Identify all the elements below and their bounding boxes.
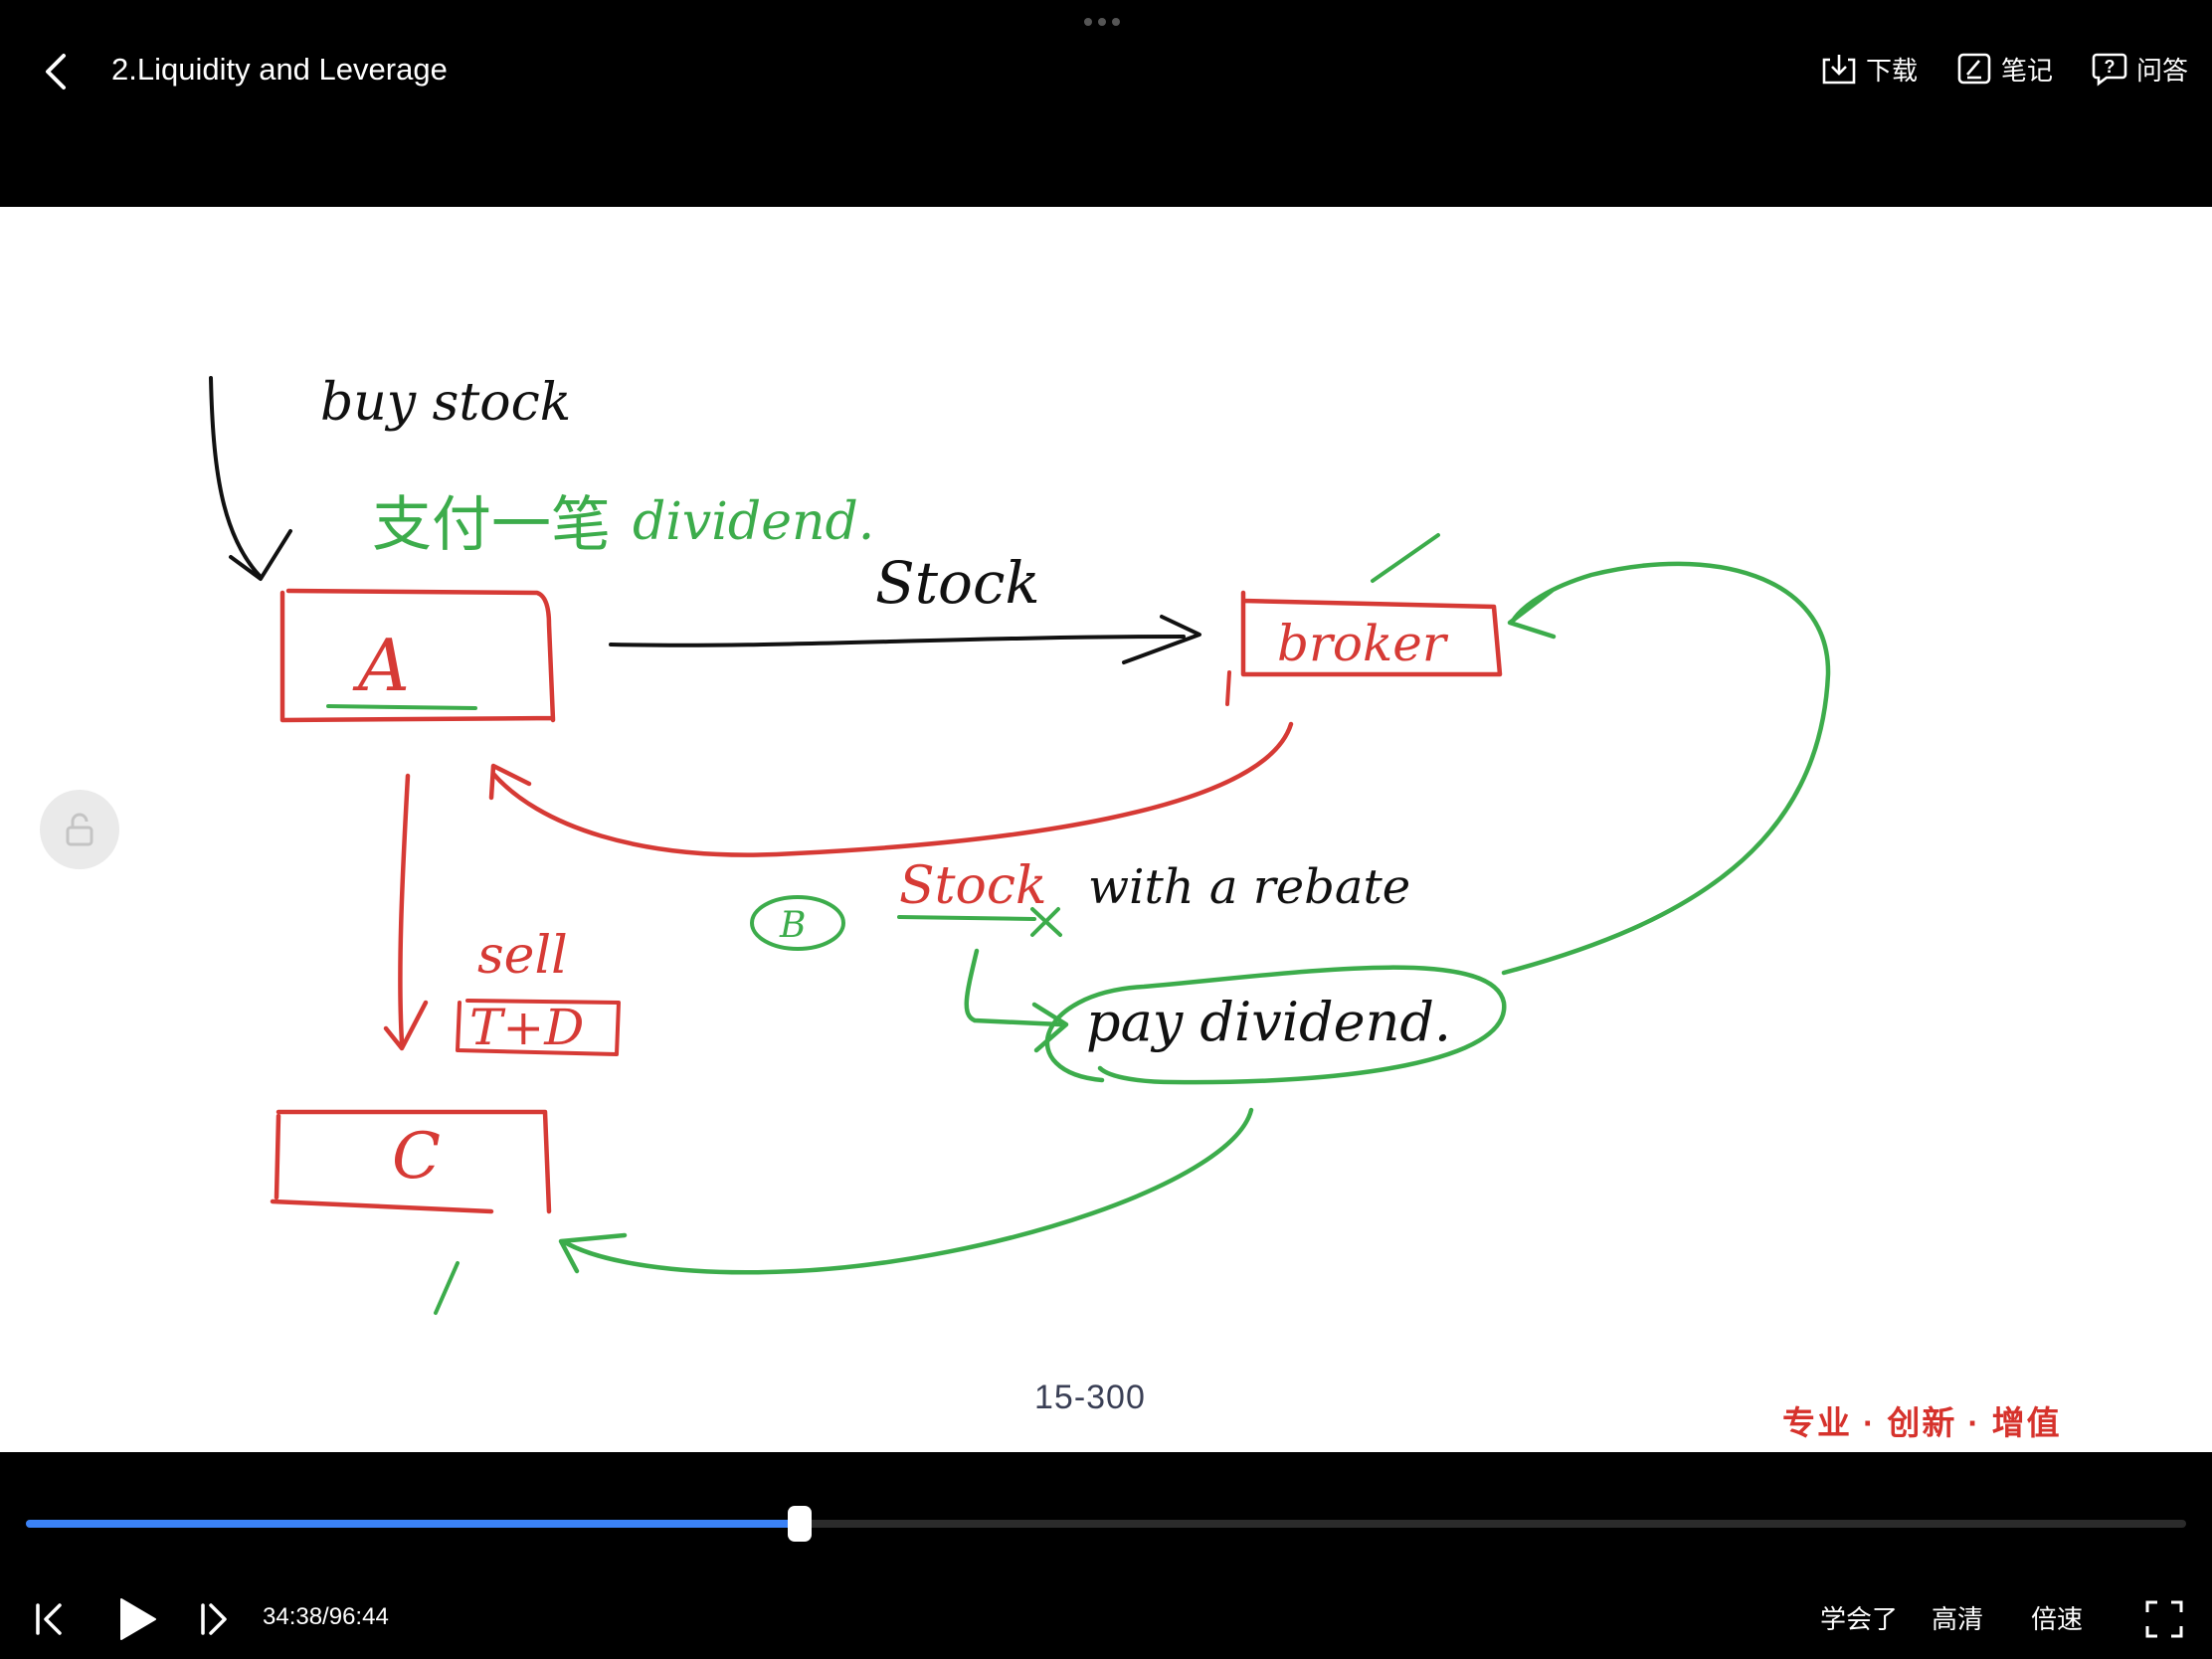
notes-label: 笔记 — [2000, 55, 2053, 86]
page-number: 15-300 — [1034, 1379, 1146, 1416]
next-button[interactable] — [197, 1601, 233, 1642]
fullscreen-icon — [2145, 1600, 2183, 1638]
download-button[interactable]: 下载 — [1820, 50, 1918, 88]
drag-handle[interactable] — [1084, 18, 1128, 30]
previous-button[interactable] — [32, 1601, 68, 1642]
video-title: 2.Liquidity and Leverage — [111, 52, 448, 87]
label-t-d: T+D — [469, 999, 584, 1056]
screen-lock-button[interactable] — [40, 790, 119, 869]
quality-button[interactable]: 高清 — [1932, 1604, 1984, 1634]
learned-button[interactable]: 学会了 — [1820, 1604, 1899, 1634]
label-dividend-note: dividend. — [633, 492, 874, 552]
label-chinese-note: 支付一笔 — [372, 490, 611, 560]
whiteboard-drawing: buy stock 支付一笔 dividend. A Stock broker … — [209, 373, 1831, 1315]
note-edit-icon — [1957, 53, 1991, 85]
label-stock-arrow: Stock — [875, 549, 1040, 617]
label-sell: sell — [477, 926, 568, 986]
label-buy-stock: buy stock — [320, 373, 571, 433]
playback-time: 34:38/96:44 — [263, 1603, 389, 1630]
label-box-c: C — [392, 1120, 441, 1194]
fullscreen-button[interactable] — [2144, 1599, 2184, 1644]
skip-previous-icon — [36, 1603, 62, 1635]
label-circle-b: B — [779, 905, 806, 946]
skip-next-icon — [201, 1603, 227, 1635]
lecture-slide: buy stock 支付一笔 dividend. A Stock broker … — [0, 207, 2212, 1452]
player-controls: 34:38/96:44 学会了 高清 倍速 — [0, 1452, 2212, 1659]
brand-slogan: 专业 · 创新 · 增值 — [1782, 1404, 2062, 1441]
download-label: 下载 — [1865, 55, 1918, 86]
progress-fill — [26, 1520, 800, 1528]
svg-text:?: ? — [2104, 57, 2115, 77]
play-icon — [120, 1598, 156, 1640]
label-pay-dividend: pay dividend. — [1086, 991, 1451, 1053]
speed-button[interactable]: 倍速 — [2031, 1604, 2084, 1634]
back-button[interactable] — [36, 48, 78, 95]
play-button[interactable] — [115, 1595, 159, 1648]
chevron-left-icon — [46, 54, 66, 90]
label-box-a: A — [352, 624, 410, 707]
label-with-rebate: with a rebate — [1088, 859, 1410, 915]
qa-label: 问答 — [2135, 55, 2188, 86]
top-bar: 2.Liquidity and Leverage 下载 笔记 ? 问答 — [0, 0, 2212, 207]
progress-bar[interactable] — [26, 1506, 2186, 1542]
qa-button[interactable]: ? 问答 — [2091, 50, 2188, 88]
question-bubble-icon: ? — [2092, 53, 2127, 87]
label-broker: broker — [1277, 615, 1449, 672]
progress-thumb[interactable] — [787, 1506, 812, 1542]
download-icon — [1822, 55, 1856, 85]
unlock-icon — [66, 813, 93, 846]
label-stock: Stock — [899, 856, 1046, 916]
notes-button[interactable]: 笔记 — [1955, 50, 2053, 88]
